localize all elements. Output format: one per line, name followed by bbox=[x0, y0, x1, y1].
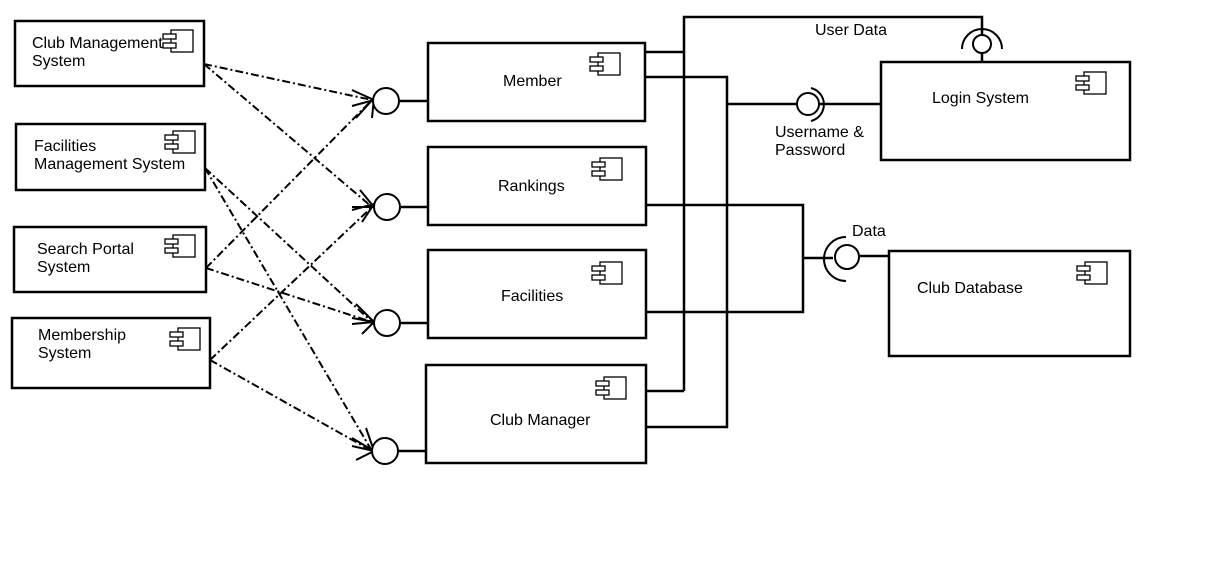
component-facilities[interactable]: Facilities bbox=[426, 248, 648, 340]
provided-interfaces bbox=[371, 87, 428, 465]
arrowhead-facilities-2 bbox=[351, 320, 377, 335]
interface-facilities[interactable] bbox=[373, 309, 401, 337]
external-system-label: Club Management bbox=[32, 35, 163, 52]
component-label: Login System bbox=[932, 90, 1029, 107]
dependency-facilities-to-club-manager bbox=[204, 167, 373, 452]
component-label: Rankings bbox=[498, 178, 565, 195]
component-label: Facilities bbox=[501, 288, 563, 305]
interface-label-user-data: User Data bbox=[815, 22, 887, 39]
external-system-label: Facilities bbox=[34, 138, 96, 155]
interface-club-manager[interactable] bbox=[371, 437, 399, 465]
external-system-label: Membership bbox=[38, 327, 126, 344]
interface-data-ball bbox=[834, 244, 860, 270]
external-system-label: System bbox=[38, 345, 91, 362]
wiring-credentials bbox=[646, 75, 881, 429]
external-system-label: System bbox=[32, 53, 85, 70]
dependency-club-management-to-rankings bbox=[203, 63, 373, 208]
interface-user-data-ball bbox=[972, 34, 992, 54]
component-label: Club Database bbox=[917, 280, 1023, 297]
dependency-arrows bbox=[203, 63, 377, 461]
arrowhead-member-2 bbox=[355, 95, 376, 119]
component-club-manager[interactable]: Club Manager bbox=[424, 363, 648, 465]
interface-label-data: Data bbox=[852, 223, 886, 240]
component-member[interactable]: Member bbox=[426, 41, 647, 123]
component-login-system[interactable]: Login System bbox=[879, 60, 1132, 162]
component-label: Member bbox=[503, 73, 562, 90]
interface-data-socket bbox=[823, 236, 847, 282]
interface-label-credentials: Username & bbox=[775, 124, 864, 141]
dependency-membership-to-rankings bbox=[209, 206, 373, 361]
component-club-database[interactable]: Club Database bbox=[887, 249, 1132, 358]
dependency-membership-to-club-manager bbox=[209, 359, 373, 452]
external-system-label: System bbox=[37, 259, 90, 276]
external-system-facilities-management[interactable]: Facilities Management System bbox=[14, 122, 207, 192]
interface-rankings[interactable] bbox=[373, 193, 401, 221]
external-system-label: Management System bbox=[34, 156, 185, 173]
dependency-search-portal-to-facilities bbox=[205, 267, 373, 323]
interface-user-data-socket bbox=[961, 28, 1003, 50]
external-system-search-portal[interactable]: Search Portal System bbox=[12, 225, 208, 294]
external-system-club-management[interactable]: Club Management System bbox=[13, 19, 206, 88]
dependency-club-management-to-member bbox=[203, 63, 373, 101]
interface-label-credentials: Password bbox=[775, 142, 845, 159]
component-rankings[interactable]: Rankings bbox=[426, 145, 648, 227]
wiring-data bbox=[646, 203, 889, 314]
interface-credentials-ball bbox=[796, 92, 820, 116]
dependency-facilities-to-facilities bbox=[204, 167, 373, 323]
interface-member[interactable] bbox=[372, 87, 400, 115]
external-system-label: Search Portal bbox=[37, 241, 134, 258]
interface-credentials-socket bbox=[810, 87, 825, 122]
dependency-search-portal-to-member bbox=[205, 99, 373, 269]
external-system-membership[interactable]: Membership System bbox=[10, 316, 212, 390]
component-label: Club Manager bbox=[490, 412, 591, 429]
